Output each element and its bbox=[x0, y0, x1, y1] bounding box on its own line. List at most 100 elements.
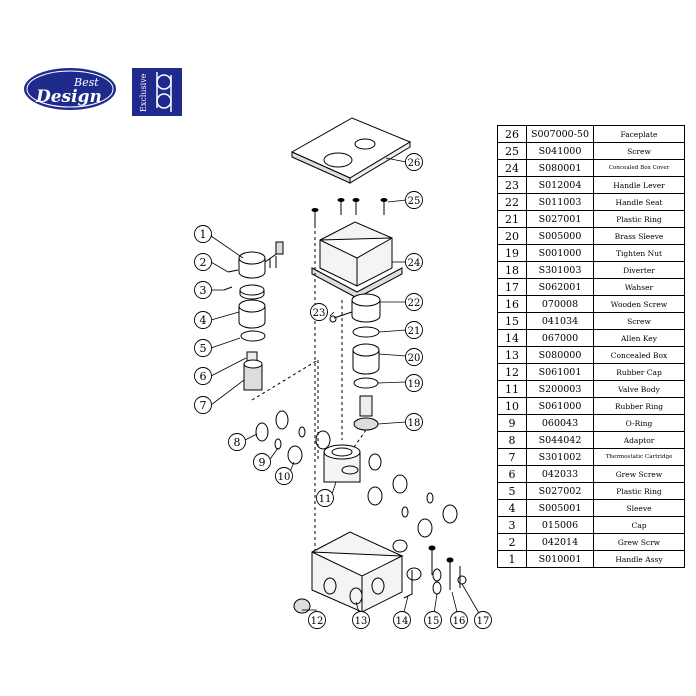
part-code: 042014 bbox=[526, 533, 594, 551]
part-description: Valve Body bbox=[593, 380, 685, 398]
part-number: 15 bbox=[497, 312, 527, 330]
callout-marker: 13 bbox=[352, 611, 370, 629]
callout-number: 9 bbox=[259, 456, 266, 469]
callout-marker: 6 bbox=[194, 367, 212, 385]
part-code: 060043 bbox=[526, 414, 594, 432]
callout-number: 2 bbox=[200, 256, 207, 269]
callout-circle bbox=[405, 348, 423, 366]
part-code: S027001 bbox=[526, 210, 594, 228]
callout-number: 1 bbox=[200, 228, 207, 241]
part-description: Wooden Screw bbox=[593, 295, 685, 313]
callout-marker: 17 bbox=[474, 611, 492, 629]
part-number: 3 bbox=[497, 516, 527, 534]
part-code: S080001 bbox=[526, 159, 594, 177]
callout-number: 14 bbox=[396, 616, 409, 627]
callout-number: 12 bbox=[311, 616, 324, 627]
callout-circle bbox=[228, 433, 246, 451]
callout-marker: 8 bbox=[228, 433, 246, 451]
valve-body-part bbox=[255, 410, 458, 538]
part-description: Sleeve bbox=[593, 499, 685, 517]
logo-main-text: Design bbox=[35, 87, 102, 107]
part-code: S001000 bbox=[526, 244, 594, 262]
callout-circle bbox=[424, 611, 442, 629]
part-number: 24 bbox=[497, 159, 527, 177]
part-code: S062001 bbox=[526, 278, 594, 296]
part-description: Concealed Box Cover bbox=[593, 159, 685, 177]
part-description: Tighten Nut bbox=[593, 244, 685, 262]
assembly-guide-lines bbox=[251, 225, 367, 550]
callout-marker: 10 bbox=[275, 467, 293, 485]
callout-marker: 7 bbox=[194, 396, 212, 414]
callout-number: 11 bbox=[319, 494, 332, 505]
callout-circle bbox=[316, 489, 334, 507]
callout-leaders bbox=[210, 157, 484, 621]
callout-number: 25 bbox=[408, 196, 421, 207]
part-number: 11 bbox=[497, 380, 527, 398]
callout-circle bbox=[405, 413, 423, 431]
part-number: 19 bbox=[497, 244, 527, 262]
part-code: S061000 bbox=[526, 397, 594, 415]
callout-circle bbox=[275, 467, 293, 485]
callout-marker: 25 bbox=[405, 191, 423, 209]
part-code: S012004 bbox=[526, 176, 594, 194]
concealed-box-cover-part bbox=[311, 221, 403, 299]
part-number: 5 bbox=[497, 482, 527, 500]
callout-marker: 21 bbox=[405, 321, 423, 339]
callout-marker: 14 bbox=[393, 611, 411, 629]
callout-marker: 26 bbox=[405, 153, 423, 171]
part-number: 17 bbox=[497, 278, 527, 296]
callout-number: 6 bbox=[200, 370, 207, 383]
faceplate-part bbox=[290, 117, 412, 184]
part-description: Brass Sleeve bbox=[593, 227, 685, 245]
part-number: 10 bbox=[497, 397, 527, 415]
part-description: Cap bbox=[593, 516, 685, 534]
callout-circle bbox=[308, 611, 326, 629]
part-code: 015006 bbox=[526, 516, 594, 534]
part-code: S301002 bbox=[526, 448, 594, 466]
part-number: 25 bbox=[497, 142, 527, 160]
part-code: S005001 bbox=[526, 499, 594, 517]
part-code: S200003 bbox=[526, 380, 594, 398]
callout-marker: 4 bbox=[194, 311, 212, 329]
callout-circle bbox=[405, 374, 423, 392]
part-code: S027002 bbox=[526, 482, 594, 500]
callout-marker: 11 bbox=[316, 489, 334, 507]
callout-number: 15 bbox=[427, 616, 440, 627]
part-description: Screw bbox=[593, 312, 685, 330]
part-description: Screw bbox=[593, 142, 685, 160]
callout-circle bbox=[405, 191, 423, 209]
cartridge-stack-part bbox=[238, 284, 266, 391]
exploded-view-diagram: 1234567891011121314151617181920212223242… bbox=[194, 117, 492, 629]
part-number: 20 bbox=[497, 227, 527, 245]
part-number: 1 bbox=[497, 550, 527, 568]
part-code: S301003 bbox=[526, 261, 594, 279]
callout-number: 26 bbox=[408, 158, 421, 169]
callout-circle bbox=[253, 453, 271, 471]
part-number: 26 bbox=[497, 125, 527, 143]
best-design-logo: Best Design bbox=[24, 68, 116, 110]
part-code: S041000 bbox=[526, 142, 594, 160]
part-number: 4 bbox=[497, 499, 527, 517]
part-number: 18 bbox=[497, 261, 527, 279]
callout-circle bbox=[194, 339, 212, 357]
screw-part bbox=[311, 198, 388, 225]
callout-circle bbox=[194, 396, 212, 414]
part-description: Grew Screw bbox=[593, 465, 685, 483]
handle-assy-part bbox=[223, 241, 284, 291]
part-description: Rubber Ring bbox=[593, 397, 685, 415]
